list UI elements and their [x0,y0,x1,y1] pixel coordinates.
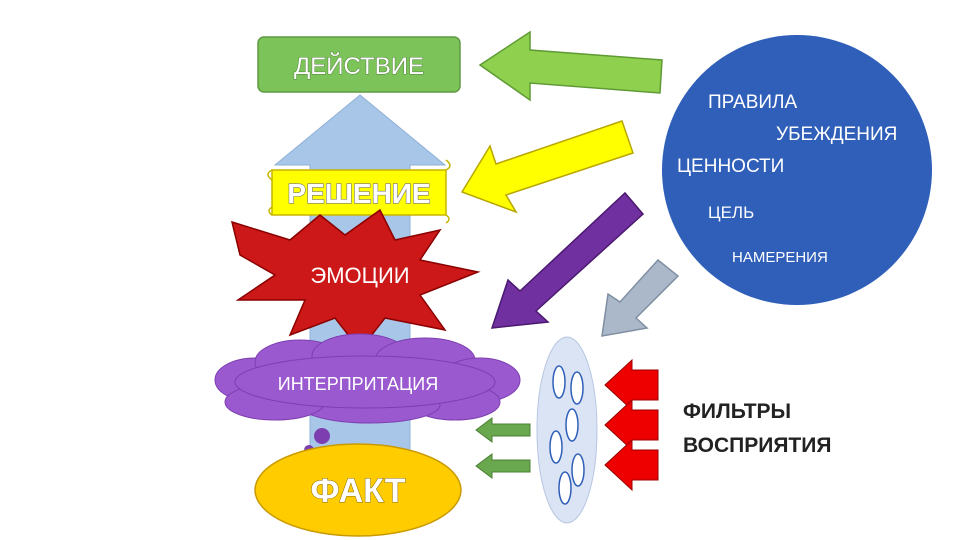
arrow-green-to-action [478,30,663,102]
decision-scroll-curl-right [445,159,451,224]
filter-lens-6 [571,453,585,487]
arrow-purple-to-emotions [490,191,645,329]
emotions-label: ЭМОЦИИ [310,263,409,288]
decision-scroll [271,169,447,216]
interpretation-node: ИНТЕРПРИТАЦИЯ [214,333,521,455]
emotions-node: ЭМОЦИИ [230,208,481,352]
circle-item-values: ЦЕННОСТИ [677,156,784,177]
decision-label: РЕШЕНИЕ [287,178,430,209]
action-label: ДЕЙСТВИЕ [294,52,424,80]
arrow-red-3 [604,438,659,492]
emotions-burst [230,208,481,352]
action-node: ДЕЙСТВИЕ [257,36,461,93]
fact-node: ФАКТ [254,443,462,537]
filters-label-line2: ВОСПРИЯТИЯ [683,434,831,457]
filter-lens-1 [552,365,566,399]
decision-node: РЕШЕНИЕ [267,159,451,224]
filter-lens-3 [565,408,579,442]
perception-filter [536,336,598,524]
filters-label-line1: ФИЛЬТРЫ [683,400,791,423]
filter-lens-5 [558,471,572,505]
arrow-gray-to-filters [601,258,680,337]
arrow-yellow-to-decision [460,120,634,214]
filter-lens-2 [570,371,584,405]
action-box [257,36,461,93]
interpretation-cloud [214,333,521,424]
circle-item-goal: ЦЕЛЬ [708,203,754,222]
arrow-small-green-1 [475,417,531,443]
values-circle: ПРАВИЛА УБЕЖДЕНИЯ ЦЕННОСТИ ЦЕЛЬ НАМЕРЕНИ… [662,35,932,305]
fact-ellipse [254,443,462,537]
interpretation-label: ИНТЕРПРИТАЦИЯ [278,374,438,394]
decision-scroll-curl-left [267,169,273,216]
circle-item-rules: ПРАВИЛА [708,92,798,113]
values-circle-shape [662,35,932,305]
fact-label: ФАКТ [310,472,405,510]
circle-item-intentions: НАМЕРЕНИЯ [732,249,828,266]
thought-bubble-large [314,428,330,444]
arrow-small-green-2 [475,453,531,479]
filter-lens-4 [549,430,563,464]
circle-item-beliefs: УБЕЖДЕНИЯ [776,124,897,145]
